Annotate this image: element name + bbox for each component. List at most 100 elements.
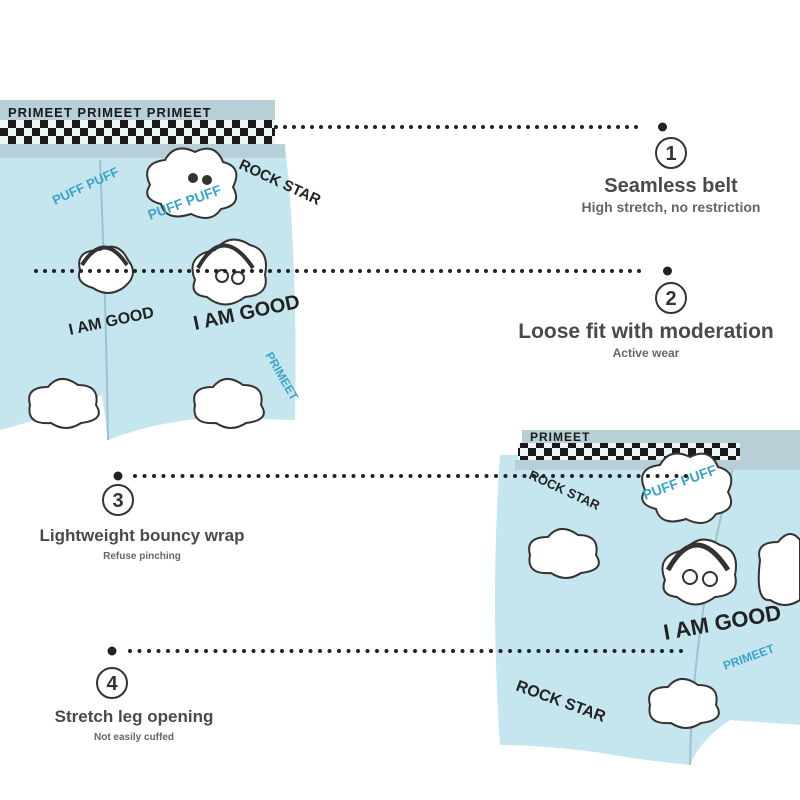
leader-dot: [389, 474, 394, 478]
leader-dot: [187, 269, 191, 273]
leader-dot: [598, 474, 603, 478]
leader-dot: [430, 269, 434, 273]
leader-dot: [584, 649, 588, 653]
leader-dot: [304, 474, 308, 478]
leader-dot: [199, 474, 204, 478]
leader-dot: [328, 125, 332, 129]
leader-dot: [228, 474, 232, 478]
leader-dot: [502, 269, 506, 273]
leader-dot: [313, 474, 318, 478]
leader-dot: [547, 269, 551, 273]
leader-dot: [171, 474, 175, 478]
leader-dot: [256, 474, 261, 478]
leader-endpoint: [107, 646, 117, 656]
leader-dot: [394, 649, 398, 653]
leader-dot: [292, 125, 296, 129]
leader-line-3: [113, 471, 688, 481]
feature-badge-1: 1: [655, 137, 687, 169]
leader-dot: [403, 649, 408, 653]
leader-dot: [151, 269, 155, 273]
feature-badge-3: 3: [102, 484, 134, 516]
leader-dot: [97, 269, 101, 273]
leader-dot: [679, 649, 683, 653]
leader-dot: [583, 269, 587, 273]
waistband-top: [0, 100, 275, 122]
leader-dot: [319, 125, 323, 129]
leader-dot: [418, 125, 422, 129]
leader-dot: [294, 474, 299, 478]
leader-dot: [646, 474, 650, 478]
leader-dot: [641, 649, 645, 653]
leader-dot: [242, 649, 246, 653]
leader-dot: [499, 125, 503, 129]
leader-dot: [346, 649, 351, 653]
leader-line-2: [34, 266, 672, 276]
checker-band: [0, 120, 275, 144]
leader-dot: [61, 269, 65, 273]
leader-dot: [484, 474, 489, 478]
leader-dot: [270, 649, 275, 653]
leader-dot: [655, 474, 660, 478]
leader-dot: [79, 269, 83, 273]
leader-dot: [457, 269, 461, 273]
leader-dot: [301, 125, 305, 129]
leader-dot: [517, 649, 522, 653]
leader-dot: [308, 649, 313, 653]
leader-dot: [475, 474, 479, 478]
leader-dot: [421, 269, 425, 273]
leader-dot: [520, 269, 524, 273]
feature-title-4: Stretch leg opening: [54, 707, 214, 726]
feature-subtitle-4: Not easily cuffed: [93, 732, 175, 743]
leader-dot: [286, 269, 290, 273]
leader-dot: [616, 125, 620, 129]
leader-dot: [161, 474, 166, 478]
leader-dot: [579, 474, 584, 478]
leader-dot: [546, 649, 550, 653]
leader-dot: [580, 125, 584, 129]
leader-dot: [106, 269, 110, 273]
leader-dot: [446, 474, 451, 478]
leader-dot: [280, 649, 284, 653]
leader-dot: [529, 269, 533, 273]
leader-dot: [427, 474, 432, 478]
leader-dot: [180, 474, 185, 478]
leader-dot: [204, 649, 208, 653]
leader-dot: [223, 269, 227, 273]
leader-dot: [532, 474, 536, 478]
leader-dot: [356, 649, 360, 653]
leader-dot: [382, 125, 386, 129]
leader-dot: [544, 125, 548, 129]
leader-dot: [481, 125, 485, 129]
leader-dot: [551, 474, 555, 478]
leader-dot: [289, 649, 294, 653]
headphone-cloud-graphic-2: [77, 245, 134, 294]
leader-dot: [527, 649, 531, 653]
leader-dot: [625, 125, 629, 129]
leader-dot: [466, 269, 470, 273]
leader-dot: [570, 474, 574, 478]
leader-dot: [622, 649, 626, 653]
leader-dot: [412, 269, 416, 273]
cloud-graphic: [146, 147, 238, 219]
leader-dot: [147, 649, 151, 653]
leader-dot: [574, 269, 578, 273]
leader-dot: [304, 269, 308, 273]
leader-dot: [355, 125, 359, 129]
leader-dot: [498, 649, 503, 653]
leader-dot: [493, 269, 497, 273]
leader-dot: [598, 125, 602, 129]
boxer-front-view: PRIMEET PRIMEET PRIMEET I AM GOOD I AM G…: [0, 100, 323, 441]
leader-dot: [190, 474, 194, 478]
leader-dot: [241, 269, 245, 273]
leader-dot: [323, 474, 327, 478]
leader-dot: [247, 474, 251, 478]
leader-dot: [337, 125, 341, 129]
leader-dot: [619, 269, 623, 273]
leader-dot: [437, 474, 441, 478]
leader-dot: [674, 474, 679, 478]
leader-dot: [365, 649, 370, 653]
leader-dot: [283, 125, 287, 129]
leader-dot: [484, 269, 488, 273]
leader-dot: [637, 269, 641, 273]
leader-dot: [628, 269, 632, 273]
